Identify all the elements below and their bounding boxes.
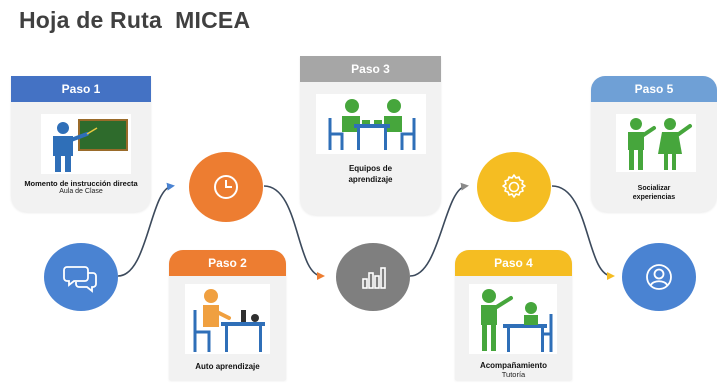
step-1-header: Paso 1: [11, 76, 151, 102]
step-3-caption-line2: aprendizaje: [348, 175, 393, 184]
connector-1-2: [117, 182, 175, 277]
step-3-label: Paso 3: [351, 62, 390, 76]
step-4-label: Paso 4: [494, 256, 533, 270]
step-2-label: Paso 2: [208, 256, 247, 270]
node-5: [622, 243, 696, 311]
chat-bubbles-icon: [63, 266, 97, 293]
step-5-card: Paso 5 Socializar experiencias: [591, 76, 717, 212]
share-experiences-illustration: [616, 114, 696, 172]
step-2-card: Paso 2 Auto aprendizaje: [169, 250, 286, 380]
step-3-header: Paso 3: [300, 56, 441, 82]
teacher-illustration: [41, 114, 131, 174]
connector-2-3: [263, 185, 325, 280]
node-4: [477, 152, 551, 222]
tutoring-illustration: [469, 284, 557, 354]
node-2: [189, 152, 263, 222]
step-1-label: Paso 1: [61, 82, 101, 96]
step-5-caption-line1: Socializar: [637, 185, 671, 192]
connector-3-4: [409, 182, 469, 277]
node-1: [44, 243, 118, 311]
clock-icon: [214, 175, 238, 199]
step-5-header: Paso 5: [591, 76, 717, 102]
step-3-card: Paso 3 Equipos de aprendizaje: [300, 56, 441, 215]
step-4-header: Paso 4: [455, 250, 572, 276]
step-1-card: Paso 1 Momento de instrucción directa Au…: [11, 76, 151, 212]
step-4-caption: Acompañamiento: [479, 361, 548, 370]
team-learning-illustration: [316, 94, 426, 154]
step-1-subcaption: Aula de Clase: [59, 188, 103, 195]
bar-chart-icon: [362, 267, 386, 289]
step-1-caption: Momento de instrucción directa: [24, 179, 138, 188]
node-3: [336, 243, 410, 311]
step-3-caption-line1: Equipos de: [348, 164, 393, 173]
step-4-card: Paso 4 Acompañamiento Tutoría: [455, 250, 572, 380]
connector-4-5: [551, 185, 615, 280]
step-5-caption-line2: experiencias: [632, 194, 676, 201]
step-5-label: Paso 5: [634, 82, 674, 96]
page-title: Hoja de Ruta MICEA: [19, 7, 251, 33]
step-4-subcaption: Tutoría: [501, 370, 526, 379]
self-learning-illustration: [185, 284, 270, 354]
gear-icon: [502, 174, 526, 198]
step-2-caption: Auto aprendizaje: [195, 362, 260, 371]
user-icon: [646, 264, 672, 290]
step-2-header: Paso 2: [169, 250, 286, 276]
